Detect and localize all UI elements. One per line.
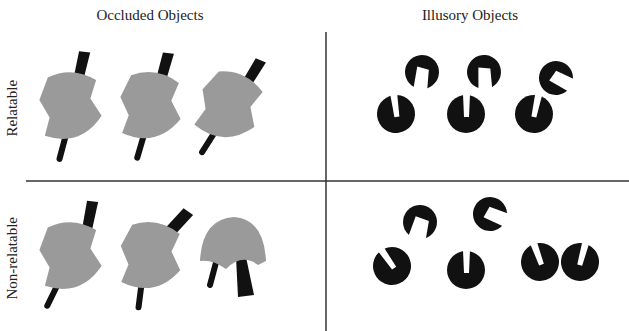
occluded-figure (118, 51, 183, 159)
inducer-disc (374, 51, 580, 136)
row-label: Relatable (4, 80, 21, 137)
occluded-figure (36, 50, 104, 160)
divider-line (26, 180, 629, 182)
inducer-disc (365, 191, 604, 293)
column-heading: Illusory Objects (422, 7, 518, 24)
occluded-figure (117, 204, 194, 311)
occluded-figure (184, 45, 275, 165)
occluded-figure (200, 217, 266, 297)
column-heading: Occluded Objects (96, 7, 203, 24)
row-label: Non-relatable (4, 217, 21, 299)
occluded-figure (36, 200, 105, 306)
